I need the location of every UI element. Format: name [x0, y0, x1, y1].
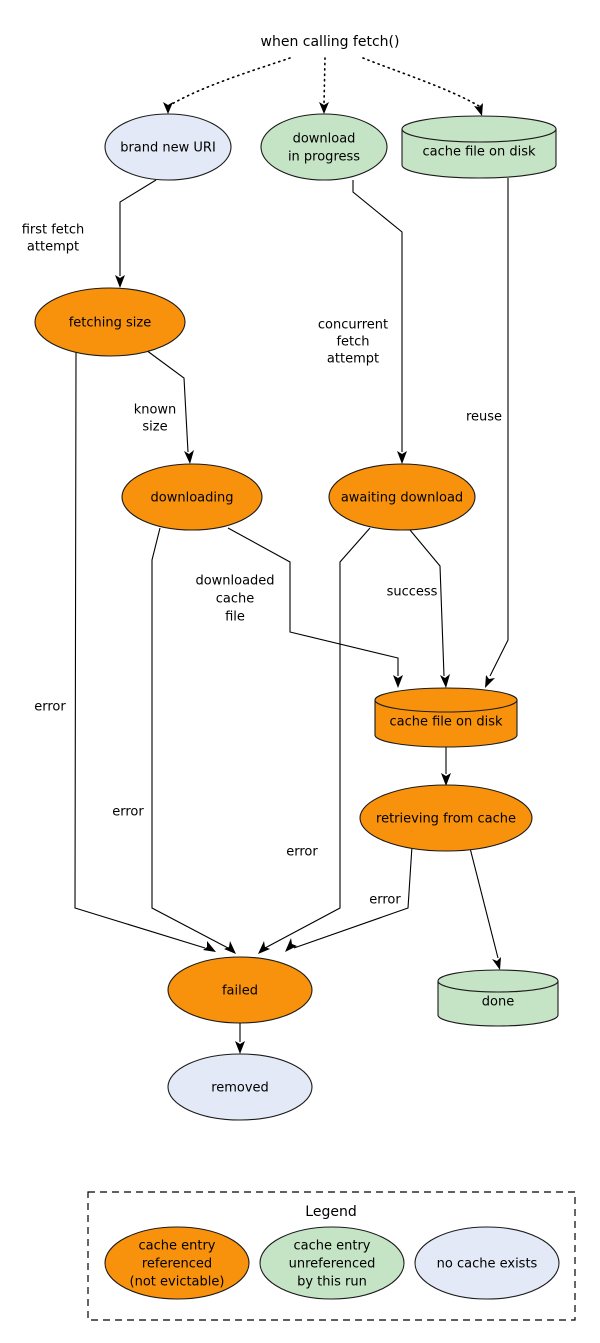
edge-label-downloaded-cache-file: downloaded cache file	[195, 574, 274, 625]
edge-label-error-retrieving-from-cache: error	[369, 893, 401, 908]
legend-item-no-cache: no cache exists	[414, 1226, 560, 1300]
legend-label-line: no cache exists	[437, 1257, 538, 1272]
edge-label-line: file	[225, 610, 245, 625]
e-downloading-to-cache-file-on-disk	[227, 527, 403, 688]
e-fetch-to-cache-file-on-disk	[362, 57, 483, 116]
edge-label-line: attempt	[327, 352, 379, 367]
legend-label-line: (not evictable)	[130, 1275, 225, 1290]
legend: Legend cache entry referenced (not evict…	[87, 1191, 576, 1321]
node-label: failed	[222, 984, 258, 999]
edge-label-success: success	[387, 585, 438, 600]
node-label: removed	[211, 1081, 269, 1096]
edge-label-line: known	[134, 403, 177, 418]
legend-border	[87, 1191, 576, 1321]
e-brand-new-uri-to-fetching-size	[115, 179, 157, 288]
node-label: retrieving from cache	[376, 812, 516, 827]
edge-label-line: attempt	[27, 240, 79, 255]
edge-label-line: reuse	[466, 410, 502, 425]
legend-label-line: cache entry	[293, 1239, 370, 1254]
node-label: awaiting download	[341, 491, 463, 506]
node-download-in-progress[interactable]: download in progress	[260, 113, 388, 181]
node-retrieving-from-cache[interactable]: retrieving from cache	[359, 784, 533, 852]
edge-label-line: first fetch	[22, 223, 85, 238]
legend-label-line: by this run	[297, 1275, 367, 1290]
node-fetching-size[interactable]: fetching size	[34, 287, 186, 357]
edge-label-first-fetch-attempt: first fetch attempt	[22, 223, 85, 255]
legend-item-unreferenced: cache entry unreferenced by this run	[259, 1226, 405, 1300]
node-label: brand new URI	[120, 141, 216, 156]
e-fetch-to-brand-new-uri	[163, 57, 291, 114]
legend-label-line: unreferenced	[289, 1257, 376, 1272]
node-awaiting-download[interactable]: awaiting download	[328, 463, 476, 531]
legend-label-line: referenced	[142, 1257, 212, 1272]
e-downloading-to-failed	[151, 527, 236, 954]
node-label: in progress	[288, 150, 360, 165]
e-cache-file-on-disk-to-retrieving-from-cache	[441, 744, 451, 786]
legend-title: Legend	[305, 1204, 356, 1220]
node-downloading[interactable]: downloading	[121, 463, 263, 531]
node-done[interactable]: done	[437, 969, 559, 1027]
node-label: downloading	[151, 491, 234, 506]
edge-label-line: error	[286, 845, 318, 860]
node-label: done	[482, 995, 514, 1010]
edge-label-line: size	[142, 420, 167, 435]
node-removed[interactable]: removed	[167, 1053, 313, 1121]
node-label: cache file on disk	[389, 715, 503, 730]
legend-label-line: cache entry	[138, 1239, 215, 1254]
edge-label-line: downloaded	[195, 574, 274, 589]
edge-label-line: error	[112, 805, 144, 820]
edge-label-error-fetching-size: error	[34, 700, 66, 715]
node-label: download	[293, 132, 356, 147]
edge-label-line: cache	[216, 592, 255, 607]
node-label: fetching size	[69, 316, 152, 331]
diagram-title: when calling fetch()	[261, 34, 400, 50]
e-awaiting-download-to-failed	[258, 527, 371, 954]
edge-label-reuse: reuse	[466, 410, 502, 425]
edge-label-line: success	[387, 585, 438, 600]
e-awaiting-download-to-cache-file-on-disk	[409, 529, 450, 688]
e-fetching-size-to-failed	[74, 351, 216, 952]
node-cache-file-on-disk-green[interactable]: cache file on disk	[401, 115, 557, 179]
node-brand-new-uri[interactable]: brand new URI	[104, 113, 232, 181]
e-fetch-to-download-in-progress	[319, 57, 329, 114]
edge-label-line: error	[34, 700, 66, 715]
e-fetching-size-to-downloading	[145, 349, 194, 464]
node-label: cache file on disk	[422, 145, 536, 160]
edge-label-error-awaiting-download: error	[286, 845, 318, 860]
edge-label-known-size: known size	[134, 403, 177, 435]
edge-label-line: fetch	[336, 335, 369, 350]
edge-label-concurrent-fetch-attempt: concurrent fetch attempt	[318, 318, 388, 367]
edge-label-line: error	[369, 893, 401, 908]
e-cache-file-on-disk-to-cache-file-on-disk	[485, 178, 509, 688]
node-failed[interactable]: failed	[167, 956, 313, 1024]
edge-label-line: concurrent	[318, 318, 388, 333]
e-retrieving-from-cache-to-done	[469, 847, 501, 970]
edge-label-error-downloading: error	[112, 805, 144, 820]
e-failed-to-removed	[235, 1023, 245, 1054]
e-retrieving-from-cache-to-failed	[285, 845, 413, 952]
e-download-in-progress-to-awaiting-download	[352, 180, 407, 464]
legend-item-referenced: cache entry referenced (not evictable)	[104, 1226, 250, 1300]
node-cache-file-on-disk-orange[interactable]: cache file on disk	[374, 687, 518, 748]
